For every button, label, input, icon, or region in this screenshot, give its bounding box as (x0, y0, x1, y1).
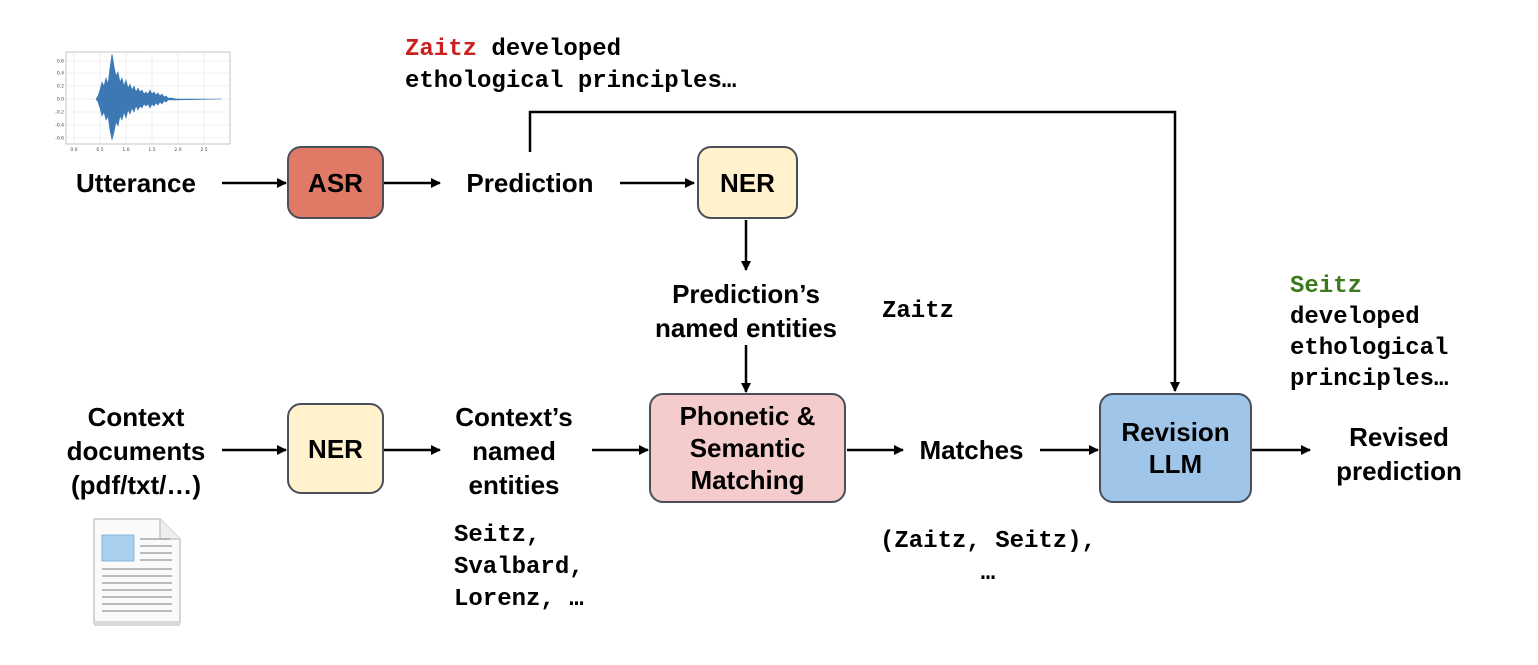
revised-output-example: Seitz developed ethological principles… (1290, 271, 1530, 395)
waveform-xtick-label: 2.5 (200, 147, 207, 153)
asr-error-word: Zaitz (405, 36, 478, 63)
waveform-ytick-label: -0.4 (55, 123, 64, 129)
utterance-label: Utterance (76, 168, 196, 198)
matches-example-line2: … (980, 560, 996, 587)
waveform-plot-icon: 0.6 0.4 0.2 0.0 -0.2 -0.4 -0.6 0.0 0.5 1.0 1.5 2.0… (55, 51, 231, 153)
matches-example-line1: (Zaitz, Seitz), (879, 528, 1097, 555)
waveform-xtick-label: 2.0 (174, 147, 181, 153)
revised-word: Seitz (1290, 273, 1363, 300)
context-documents-label: Context documents (pdf/txt/…) (66, 402, 206, 500)
document-icon (93, 518, 181, 626)
waveform-ytick-label: 0.2 (57, 84, 64, 90)
asr-output-example: Zaitz developed ethological principles… (405, 34, 845, 98)
context-entities-example: Seitz, Svalbard, Lorenz, … (454, 522, 584, 613)
waveform-xtick-label: 1.5 (148, 147, 155, 153)
prediction-entities-label: Prediction’s named entities (654, 279, 838, 343)
waveform-ytick-label: 0.0 (57, 97, 64, 103)
asr-output-line2: ethological principles… (405, 68, 737, 95)
asr-box: ASR (287, 146, 384, 219)
revised-prediction-label: Revised prediction (1336, 422, 1462, 486)
revision-llm-box: Revision LLM (1099, 393, 1252, 503)
matches-example: (Zaitz, Seitz), … (857, 526, 1119, 590)
waveform-signal (95, 53, 223, 141)
waveform-ytick-label: -0.2 (55, 110, 64, 116)
arrow-prediction-to-revision (528, 110, 1180, 392)
prediction-entity-example: Zaitz (882, 298, 955, 325)
asr-output-line1-rest: developed (477, 36, 622, 63)
waveform-xtick-label: 0.5 (96, 147, 103, 153)
revised-output-rest: developed ethological principles… (1290, 304, 1449, 393)
waveform-ytick-label: 0.4 (57, 71, 64, 77)
waveform-ytick-label: -0.6 (55, 136, 64, 142)
matches-label: Matches (919, 435, 1024, 465)
waveform-ytick-label: 0.6 (57, 59, 64, 65)
context-entities-label: Context’s named entities (455, 402, 573, 500)
ner-bottom-box: NER (287, 403, 384, 494)
matching-box: Phonetic & Semantic Matching (649, 393, 846, 503)
waveform-xtick-label: 0.0 (70, 147, 77, 153)
ner-top-box: NER (697, 146, 798, 219)
waveform-xtick-label: 1.0 (122, 147, 129, 153)
prediction-label: Prediction (466, 168, 594, 198)
